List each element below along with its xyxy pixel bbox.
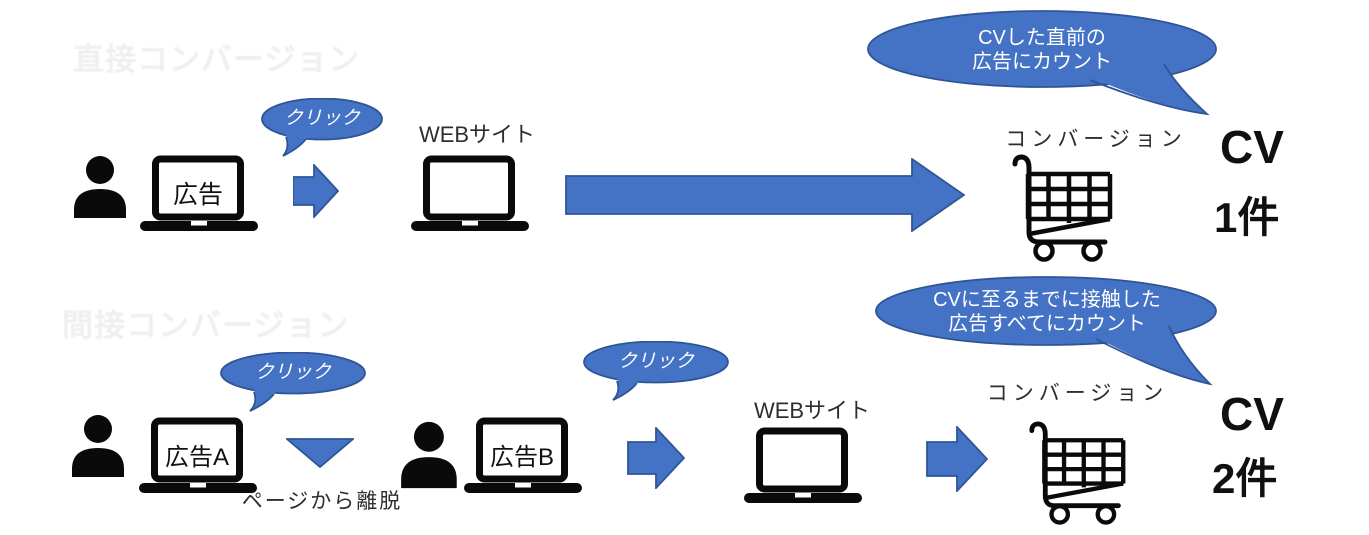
click-speech-bubble: クリック [261, 97, 385, 160]
click-bubble-label: クリック [254, 362, 331, 383]
click-bubble-label: クリック [283, 108, 360, 129]
row2-watermark-title: 間接コンバージョン [62, 308, 350, 343]
count-bubble-line2: 広告にカウント [972, 51, 1112, 73]
user-icon [70, 414, 128, 483]
ad-b-laptop-icon: 広告B [460, 414, 584, 494]
right-arrow-icon [292, 162, 340, 223]
long-right-arrow-icon [565, 157, 966, 237]
right-arrow-icon [926, 424, 989, 497]
website-label: WEBサイト [418, 122, 536, 147]
count-callout-bubble: CVに至るまでに接触した 広告すべてにカウント [874, 276, 1224, 390]
cv-count: 1件 [1214, 194, 1280, 241]
ad-screen-label: 広告 [172, 181, 223, 209]
shopping-cart-icon [1027, 417, 1129, 532]
ad-b-screen-label: 広告B [489, 444, 554, 471]
count-bubble-line2: 広告すべてにカウント [948, 313, 1146, 335]
count-callout-bubble: CVした直前の 広告にカウント [866, 10, 1222, 122]
website-label: WEBサイト [753, 398, 871, 423]
shopping-cart-icon [1010, 150, 1116, 269]
count-bubble-line1: CVした直前の [978, 27, 1106, 49]
user-icon [399, 419, 461, 496]
click-speech-bubble: クリック [583, 340, 731, 403]
click-speech-bubble: クリック [220, 351, 368, 414]
right-arrow-icon [627, 425, 686, 494]
click-bubble-label: クリック [617, 351, 694, 372]
user-icon [72, 156, 130, 223]
conversion-label: コンバージョン [986, 382, 1169, 405]
row1-watermark-title: 直接コンバージョン [73, 42, 361, 77]
cv-title: CV [1220, 121, 1284, 173]
cv-count: 2件 [1212, 455, 1278, 502]
conversion-label: コンバージョン [1005, 128, 1187, 151]
leave-page-label: ページから離脱 [241, 490, 403, 513]
cv-title: CV [1220, 388, 1284, 440]
ad-a-screen-label: 広告A [164, 444, 229, 471]
down-triangle-icon [284, 438, 356, 473]
website-laptop-icon [740, 424, 864, 504]
ad-laptop-icon: 広告 [136, 152, 260, 232]
count-bubble-line1: CVに至るまでに接触した [933, 289, 1161, 311]
ad-a-laptop-icon: 広告A [135, 414, 259, 494]
website-laptop-icon [407, 152, 531, 232]
